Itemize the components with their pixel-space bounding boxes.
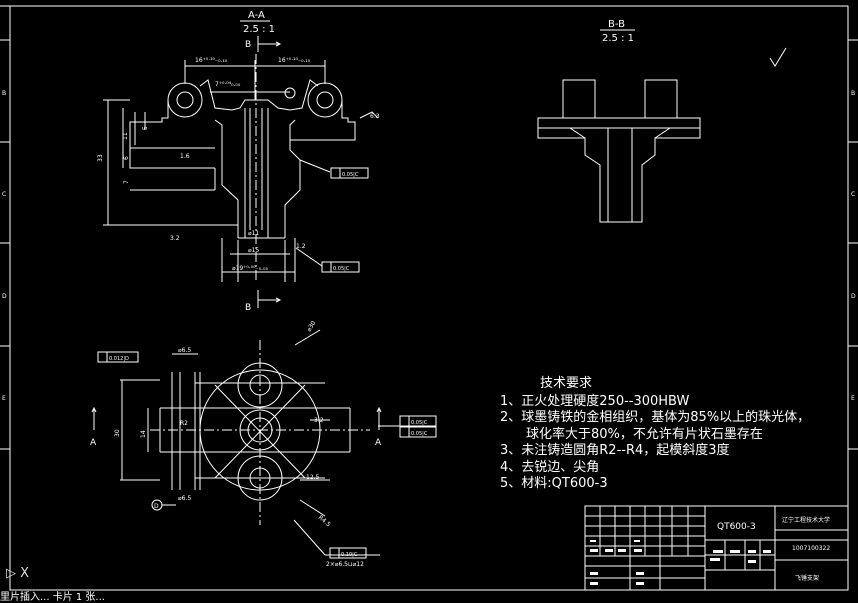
dim-6-5: ⌀6.5 [178,347,191,354]
perp-tolerance-1: 0.05|C [342,172,359,178]
dim-14: 14 [140,430,147,438]
cut-plane-b-top: B [245,40,251,50]
border-letter: E [851,395,855,402]
section-bb-label: B-B [608,19,625,30]
tech-item: 1、正火处理硬度250--300HBW [500,393,690,409]
border-letter: D [851,293,856,300]
part-name: 飞锤支架 [795,574,819,582]
tech-item: 5、材料:QT600-3 [500,476,608,491]
border-letters-left: B C D E [2,90,7,402]
dim-16-right: 16⁺⁰·¹⁰₋₀.₁₀ [278,57,311,64]
roughness-3-2b: 3.2 [314,417,324,424]
section-aa-dimension-text: 16⁺⁰·¹⁰₋₀.₁₀ 16⁺⁰·¹⁰₋₀.₁₀ 7⁺⁰·⁰⁴₀.₀₀ 33 … [97,57,380,272]
parallel-tolerance-1: 0.05|C [411,420,428,426]
title-block-fills [590,540,771,585]
border-ticks [0,39,858,450]
cut-plane-a-right: A [375,438,382,448]
ucs-icon: ▷ X [6,566,30,581]
perp-tolerance-3: 0.10|C [341,552,358,558]
tech-item: 2、球墨铸铁的金相组织，基体为85%以上的珠光体， [500,410,811,425]
roughness-1-2: 1.2 [296,243,306,250]
radius-2: R2 [180,420,188,427]
roughness-6-3: 6.3 [370,113,380,120]
cut-plane-b-bottom: B [245,303,251,313]
radius-4-5: R4.5 [317,514,332,528]
border-letter: C [851,191,855,198]
dia-30: ⌀30 [306,320,318,333]
tech-requirements-title: 技术要求 [540,376,593,391]
border-letter: B [851,90,855,97]
title-block [584,505,849,591]
section-aa-scale: 2.5 : 1 [243,24,275,35]
border-letters-right: B C D E [851,90,856,402]
dia-15: ⌀15 [248,247,259,254]
tech-item: 3、未注铸造圆角R2--R4，起模斜度3度 [500,443,730,458]
drawing-frame [0,5,849,591]
dim-11: 11 [122,132,129,140]
dim-7v: 7 [123,180,130,184]
border-letter: B [2,90,6,97]
school-name: 辽宁工程技术大学 [782,516,830,524]
section-bb-scale: 2.5 : 1 [602,33,634,44]
dim-6: 6 [123,156,130,160]
section-aa-tolerances [321,167,369,273]
dim-5: 5 [142,126,149,130]
section-aa-label: A-A [248,10,265,21]
dim-6-5b: ⌀6.5 [178,495,191,502]
dia-11: ⌀11 [248,230,259,237]
section-aa-view: A-A 2.5 : 1 B [103,10,379,313]
command-line[interactable]: 里片插入... 卡片 1 张... [0,592,105,603]
parallel-tolerance-2: 0.05|C [411,431,428,437]
border-letter: E [2,395,6,402]
dim-33: 33 [97,154,104,162]
roughness-3-2: 3.2 [170,235,180,242]
drawing-number: 1007100322 [792,545,830,552]
plan-view-text: A A D ⌀30 30 14 ⌀6.5 ⌀6.5 2×⌀6.5⊔⌀12 R4.… [90,320,382,568]
ucs-label: X [20,566,30,581]
roughness-12-5: 12.5 [306,474,320,481]
plan-view [91,329,437,559]
dim-30: 30 [114,429,121,437]
position-tolerance: 0.012|D [109,356,129,362]
datum-d: D [154,503,159,510]
cut-plane-a-left: A [90,438,97,448]
section-bb-view: B-B 2.5 : 1 [537,19,787,223]
perp-tolerance-2: 0.05|C [333,266,350,272]
thread-callout: 2×⌀6.5⊔⌀12 [326,561,364,568]
roughness-1-6: 1.6 [180,153,190,160]
material-code: QT600-3 [717,522,756,532]
dia-19: ⌀19⁺⁰·⁰⁰₋₀.₀₃ [232,265,268,272]
technical-requirements: 技术要求 1、正火处理硬度250--300HBW 2、球墨铸铁的金相组织，基体为… [500,376,850,493]
tech-item: 4、去锐边、尖角 [500,459,600,475]
dim-7: 7⁺⁰·⁰⁴₀.₀₀ [215,81,241,88]
dim-16-left: 16⁺⁰·¹⁰₋₀.₁₀ [195,57,228,64]
border-letter: C [2,191,6,198]
border-letter: D [2,293,7,300]
tech-item: 球化率大于80%，不允许有片状石墨存在 [500,426,763,442]
